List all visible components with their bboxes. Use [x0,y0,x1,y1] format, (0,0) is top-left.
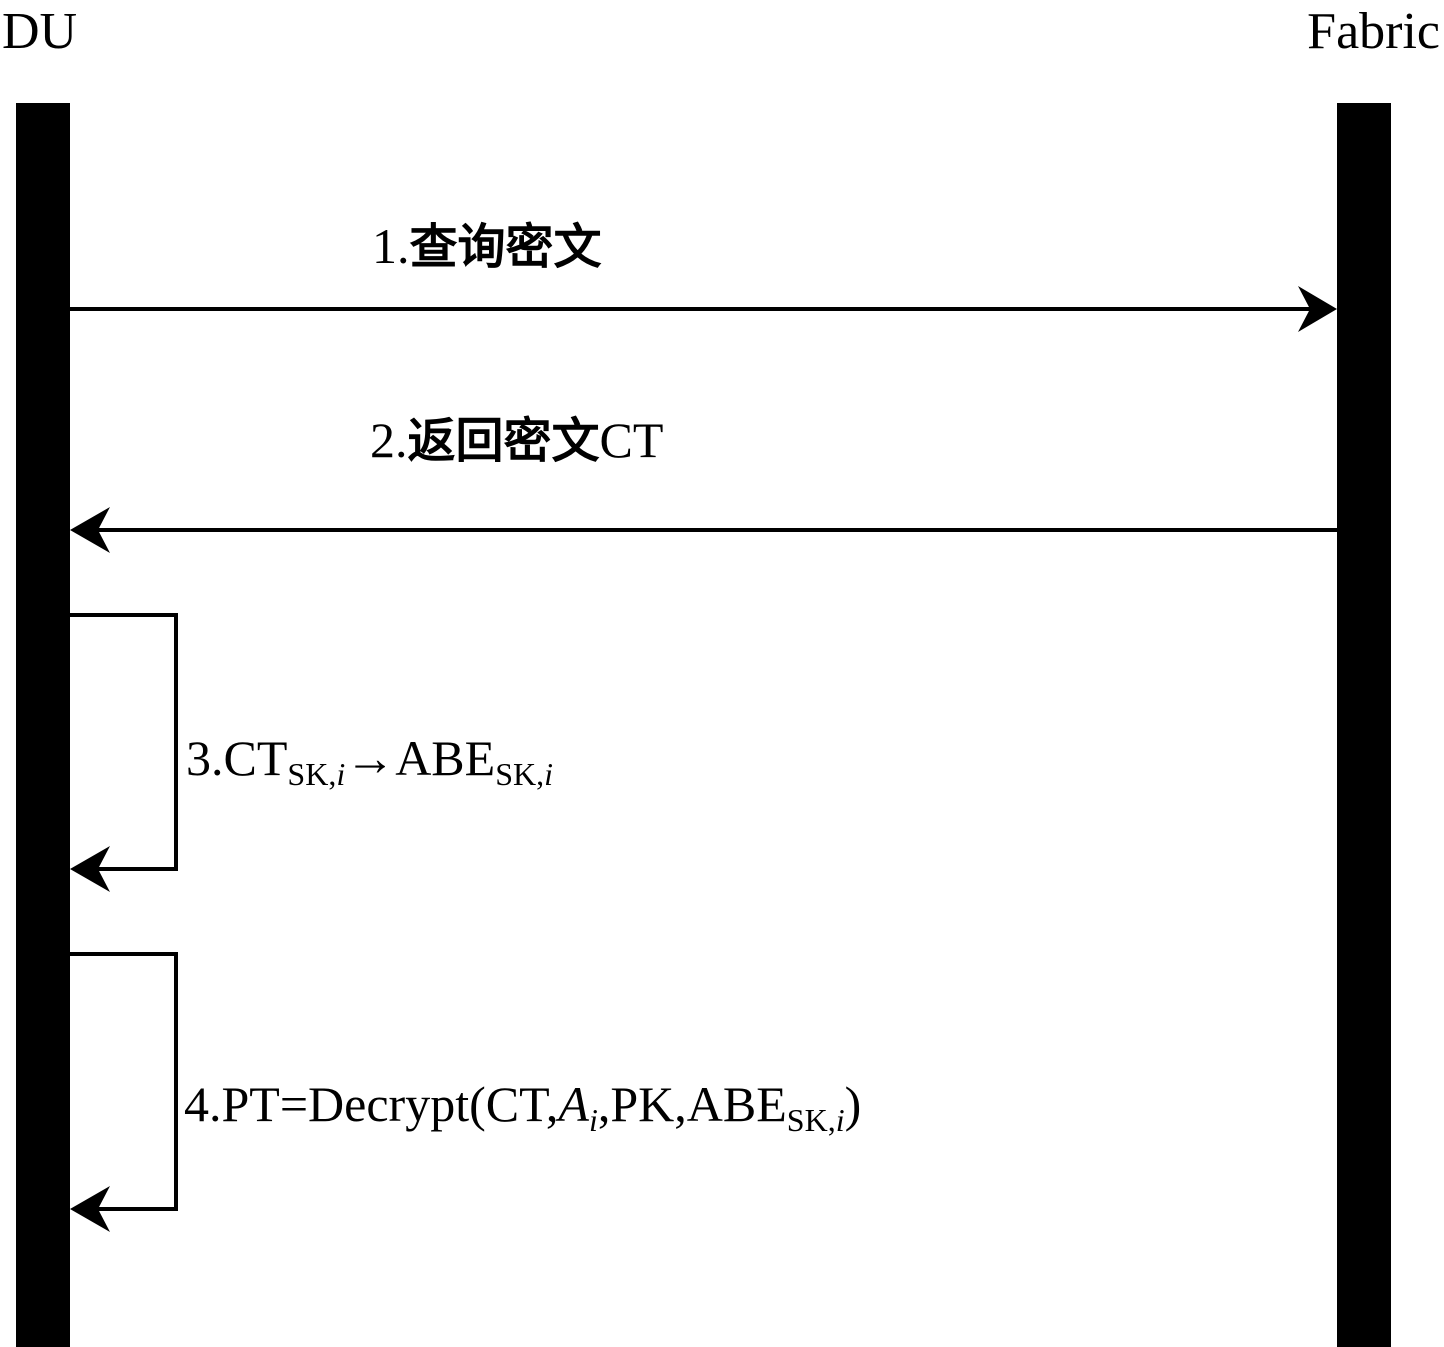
du-lifeline [16,103,70,1347]
message-2-suffix: CT [599,412,664,468]
message-3-result: ABE [395,730,496,786]
message-4-prefix: 4.PT=Decrypt(CT, [184,1076,559,1132]
message-4-attribute: A [558,1076,589,1132]
message-2-arrowhead [70,507,110,553]
self-call-3-line [70,613,178,871]
message-1-label: 1.查询密文 [372,216,602,277]
message-3-subscript-2: SK,i [495,756,553,792]
self-call-4-line [70,952,178,1211]
fabric-lifeline [1337,103,1391,1347]
message-3-subscript-1: SK,i [287,756,346,792]
message-2-number: 2. [370,412,408,468]
message-3-prefix: 3.CT [186,730,288,786]
actor-du-label: DU [2,3,78,60]
message-2-text: 返回密文 [407,413,600,469]
message-4-attribute-subscript: i [588,1102,598,1138]
message-4-middle: ,PK,ABE [597,1076,787,1132]
message-2-label: 2.返回密文CT [370,410,663,471]
message-3-label: 3.CTSK,i→ABESK,i [186,728,553,790]
message-1-arrowhead [1298,286,1337,332]
message-4-close: ) [844,1076,862,1132]
self-call-4-arrowhead [70,1186,110,1232]
message-1-number: 1. [372,218,410,274]
message-4-label: 4.PT=Decrypt(CT,Ai,PK,ABESK,i) [184,1074,862,1136]
message-1-text: 查询密文 [409,219,602,275]
message-3-arrow: → [345,730,396,786]
self-call-3-arrowhead [70,846,110,892]
message-4-subscript: SK,i [786,1102,845,1138]
actor-fabric-label: Fabric [1307,3,1440,60]
